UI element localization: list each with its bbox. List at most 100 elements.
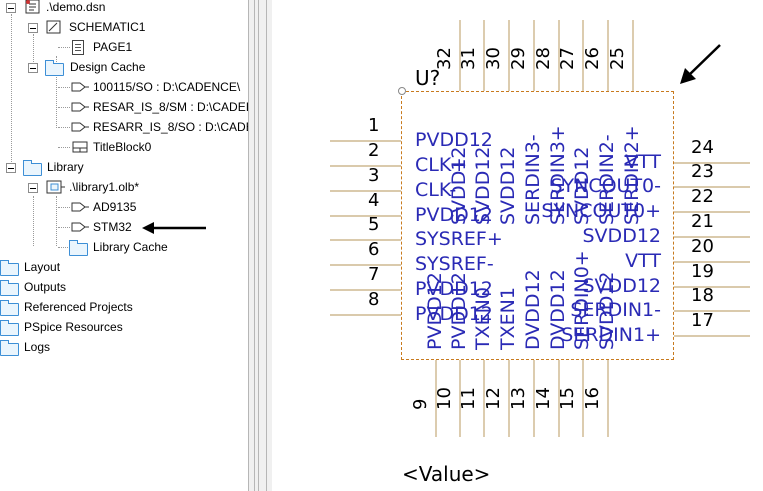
pin-number: 1 — [368, 115, 380, 136]
tree-item-label: RESAR_IS_8/SM : D:\CADEI — [93, 100, 248, 114]
tree-item-cache-part[interactable]: 100115/SO : D:\CADENCE\ — [0, 78, 248, 96]
collapse-toggle[interactable] — [6, 163, 16, 173]
pin-name: SYNCOUT0+ — [541, 200, 661, 222]
pin-number: 6 — [368, 239, 380, 260]
tree-item-page[interactable]: PAGE1 — [0, 38, 248, 56]
pin-name: PVDD12 — [415, 278, 493, 300]
pin-number: 22 — [691, 186, 714, 207]
tree-item-label: .\demo.dsn — [46, 0, 106, 14]
tree-item-library-file[interactable]: .\library1.olb* — [0, 178, 248, 196]
tree-connector — [58, 247, 70, 248]
part-origin-marker — [398, 87, 406, 95]
part-symbol-icon — [71, 222, 89, 232]
collapse-toggle[interactable] — [28, 63, 38, 73]
pin-name: PVDD12 — [448, 272, 470, 350]
pin-name: DVDD12 — [547, 269, 569, 350]
folder-icon — [0, 340, 19, 356]
pin-number: 8 — [368, 289, 380, 310]
pin-name: PVDD12 — [415, 129, 493, 151]
part-symbol-icon — [71, 122, 89, 132]
part-reference[interactable]: U? — [415, 66, 441, 90]
tree-item-library-cache[interactable]: Library Cache — [0, 238, 248, 256]
pin-number: 17 — [691, 310, 714, 331]
part-symbol-icon — [71, 102, 89, 112]
pane-splitter[interactable] — [248, 0, 272, 491]
pin-name: DVDD12 — [522, 269, 544, 350]
tree-item-outputs[interactable]: Outputs — [0, 278, 248, 296]
pin-number: 12 — [483, 387, 504, 410]
collapse-toggle[interactable] — [6, 3, 16, 13]
tree-connector — [58, 147, 70, 148]
tree-item-label: Logs — [24, 340, 51, 354]
tree-item-pspice-resources[interactable]: PSpice Resources — [0, 318, 248, 336]
library-file-icon — [46, 180, 65, 194]
annotation-arrow — [680, 44, 721, 84]
pin-number: 16 — [582, 387, 603, 410]
tree-item-logs[interactable]: Logs — [0, 338, 248, 356]
tree-item-label: Referenced Projects — [24, 300, 133, 314]
tree-item-cache-part[interactable]: TitleBlock0 — [0, 138, 248, 156]
tree-item-label: 100115/SO : D:\CADENCE\ — [93, 80, 241, 94]
tree-item-label: STM32 — [93, 220, 132, 234]
pin-name: SYSREF+ — [415, 228, 503, 250]
tree-item-cache-part[interactable]: RESAR_IS_8/SM : D:\CADEI — [0, 98, 248, 116]
annotation-arrow — [142, 222, 206, 234]
collapse-toggle[interactable] — [28, 23, 38, 33]
pin-number: 11 — [458, 387, 479, 410]
pin-number: 25 — [607, 47, 628, 70]
tree-connector — [58, 87, 70, 88]
pin-name: VTT — [625, 250, 661, 272]
page-icon — [72, 40, 84, 55]
tree-item-label: SCHEMATIC1 — [69, 20, 146, 34]
tree-item-label: AD9135 — [93, 200, 137, 214]
tree-item-schematic[interactable]: SCHEMATIC1 — [0, 18, 248, 36]
part-symbol-icon — [71, 82, 89, 92]
pin-number: 28 — [533, 47, 554, 70]
pin-number: 31 — [458, 47, 479, 70]
pin-name: SVDD12 — [582, 275, 662, 297]
pin-number: 2 — [368, 140, 380, 161]
pin-number: 18 — [691, 285, 714, 306]
tree-item-cache-part[interactable]: RESARR_IS_8/SO : D:\CADE — [0, 118, 248, 136]
pin-number: 26 — [582, 47, 603, 70]
pin-name: SYNCOUT0- — [550, 175, 661, 197]
tree-item-library[interactable]: Library — [0, 158, 248, 176]
tree-connector — [58, 107, 70, 108]
tree-item-label: Layout — [24, 260, 61, 274]
folder-icon — [69, 240, 88, 256]
collapse-toggle[interactable] — [28, 183, 38, 193]
tree-connector — [58, 227, 70, 228]
tree-item-label: PSpice Resources — [24, 320, 123, 334]
part-body[interactable] — [401, 91, 674, 360]
tree-item-design-cache[interactable]: Design Cache — [0, 58, 248, 76]
tree-item-label: Design Cache — [70, 60, 146, 74]
pin-number: 19 — [691, 261, 714, 282]
tree-item-label: .\library1.olb* — [69, 180, 140, 194]
tree-item-library-part[interactable]: AD9135 — [0, 198, 248, 216]
design-file-icon — [25, 0, 40, 14]
tree-connector — [58, 47, 70, 48]
part-value[interactable]: <Value> — [402, 462, 491, 486]
tree-item-referenced-projects[interactable]: Referenced Projects — [0, 298, 248, 316]
pin-number: 32 — [434, 47, 455, 70]
tree-item-layout[interactable]: Layout — [0, 258, 248, 276]
tree-item-root[interactable]: .\demo.dsn — [0, 0, 248, 16]
tree-connector — [11, 14, 12, 170]
pin-number: 7 — [368, 264, 380, 285]
tree-item-library-part[interactable]: STM32 — [0, 218, 248, 236]
tree-item-label: RESARR_IS_8/SO : D:\CADE — [93, 120, 248, 134]
pin-name: SERDIN1+ — [561, 324, 661, 346]
pin-number: 4 — [368, 190, 380, 211]
tree-connector — [56, 196, 57, 246]
pin-name: SYSREF- — [415, 253, 494, 275]
pin-name: TXEN1 — [497, 287, 519, 350]
pin-number: 5 — [368, 214, 380, 235]
pin-name: SERDIN2- — [596, 134, 618, 225]
pin-number: 24 — [691, 137, 714, 158]
tree-item-label: Library — [47, 160, 84, 174]
tree-item-label: TitleBlock0 — [93, 140, 152, 154]
pin-number: 27 — [557, 47, 578, 70]
pin-name: SERDIN3+ — [547, 125, 569, 225]
pin-name: CLK+ — [415, 154, 468, 176]
